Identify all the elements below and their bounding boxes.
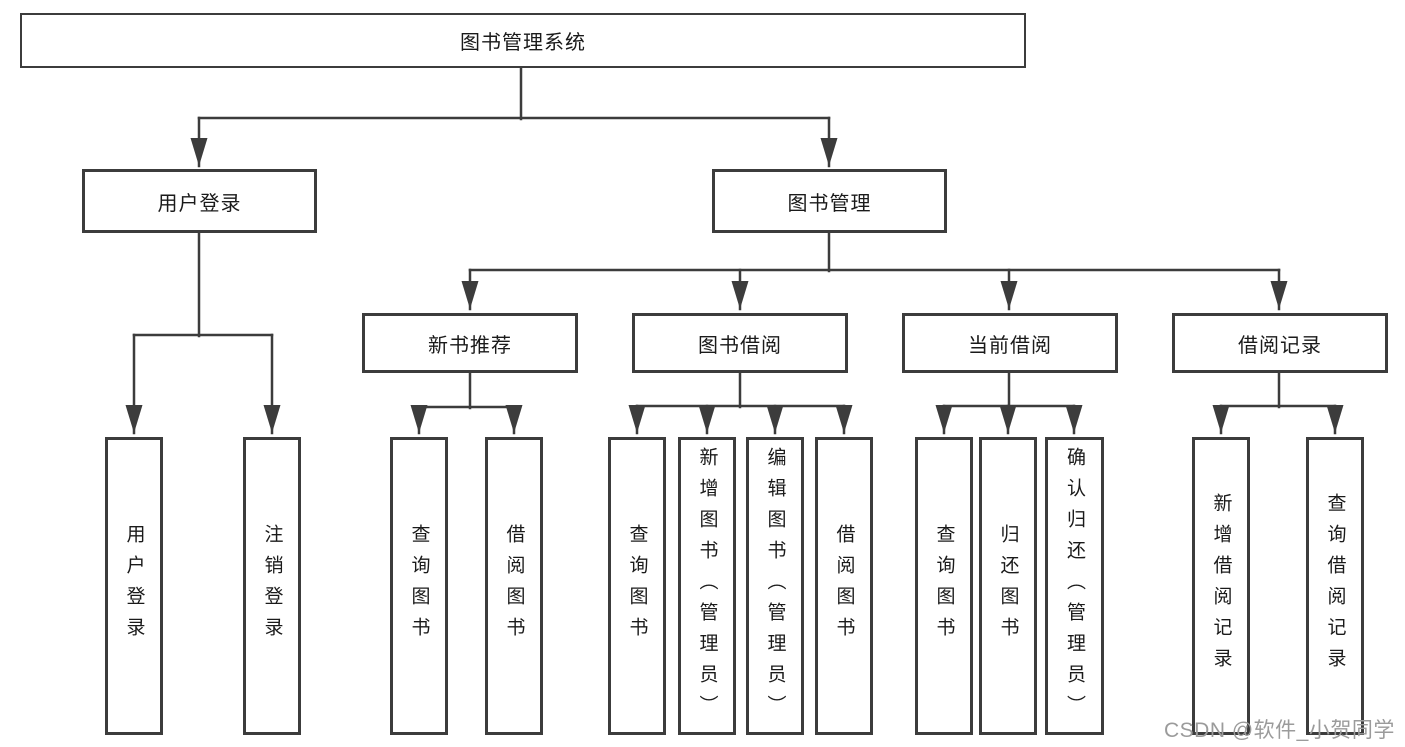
node-new-book-recommendation: 新书推荐	[362, 313, 578, 373]
leaf-add-book-admin: 新增图书（管理员）	[678, 437, 736, 735]
leaf-borrow-books: 借阅图书	[815, 437, 873, 735]
leaf-query-books-recommend: 查询图书	[390, 437, 448, 735]
leaf-borrow-books-recommend: 借阅图书	[485, 437, 543, 735]
node-label: 图书管理系统	[460, 32, 586, 54]
node-label: 注销登录	[261, 524, 283, 648]
node-book-management: 图书管理	[712, 169, 947, 233]
leaf-edit-book-admin: 编辑图书（管理员）	[746, 437, 804, 735]
leaf-logout: 注销登录	[243, 437, 301, 735]
node-label: 新增借阅记录	[1210, 493, 1232, 679]
node-library-management-system: 图书管理系统	[20, 13, 1026, 68]
node-label: 图书管理	[787, 192, 872, 215]
node-label: 用户登录	[157, 192, 242, 215]
node-current-borrowing: 当前借阅	[902, 313, 1118, 373]
connector-borrowing-records-branch	[1212, 370, 1344, 435]
connector-current-borrowing-branch	[935, 370, 1083, 435]
connector-new-book-branch	[410, 370, 523, 435]
leaf-query-books-borrowing: 查询图书	[608, 437, 666, 735]
node-borrowing-records: 借阅记录	[1172, 313, 1388, 373]
node-label: 当前借阅	[968, 334, 1052, 357]
node-label: 图书借阅	[698, 334, 782, 357]
node-label: 编辑图书（管理员）	[764, 446, 786, 726]
node-label: 新书推荐	[428, 334, 512, 357]
node-label: 查询图书	[933, 524, 955, 648]
connector-user-login-branch	[125, 230, 281, 435]
connector-root-to-level2	[190, 65, 838, 168]
node-book-borrowing: 图书借阅	[632, 313, 848, 373]
node-label: 查询图书	[408, 524, 430, 648]
node-label: 借阅图书	[503, 524, 525, 648]
leaf-user-login: 用户登录	[105, 437, 163, 735]
leaf-query-books-current: 查询图书	[915, 437, 973, 735]
node-label: 查询借阅记录	[1324, 493, 1346, 679]
connector-book-management-branch	[461, 230, 1288, 311]
node-label: 借阅记录	[1238, 334, 1322, 357]
leaf-query-borrow-record: 查询借阅记录	[1306, 437, 1364, 735]
node-label: 归还图书	[997, 524, 1019, 648]
node-label: 查询图书	[626, 524, 648, 648]
node-label: 新增图书（管理员）	[696, 446, 718, 726]
connector-book-borrowing-branch	[628, 370, 853, 435]
leaf-add-borrow-record: 新增借阅记录	[1192, 437, 1250, 735]
node-label: 借阅图书	[833, 524, 855, 648]
node-label: 确认归还（管理员）	[1064, 446, 1085, 726]
node-user-login: 用户登录	[82, 169, 317, 233]
node-label: 用户登录	[123, 524, 145, 648]
leaf-return-books: 归还图书	[979, 437, 1037, 735]
watermark: CSDN @软件_小贺同学	[1164, 719, 1395, 742]
leaf-confirm-return-admin: 确认归还（管理员）	[1045, 437, 1104, 735]
